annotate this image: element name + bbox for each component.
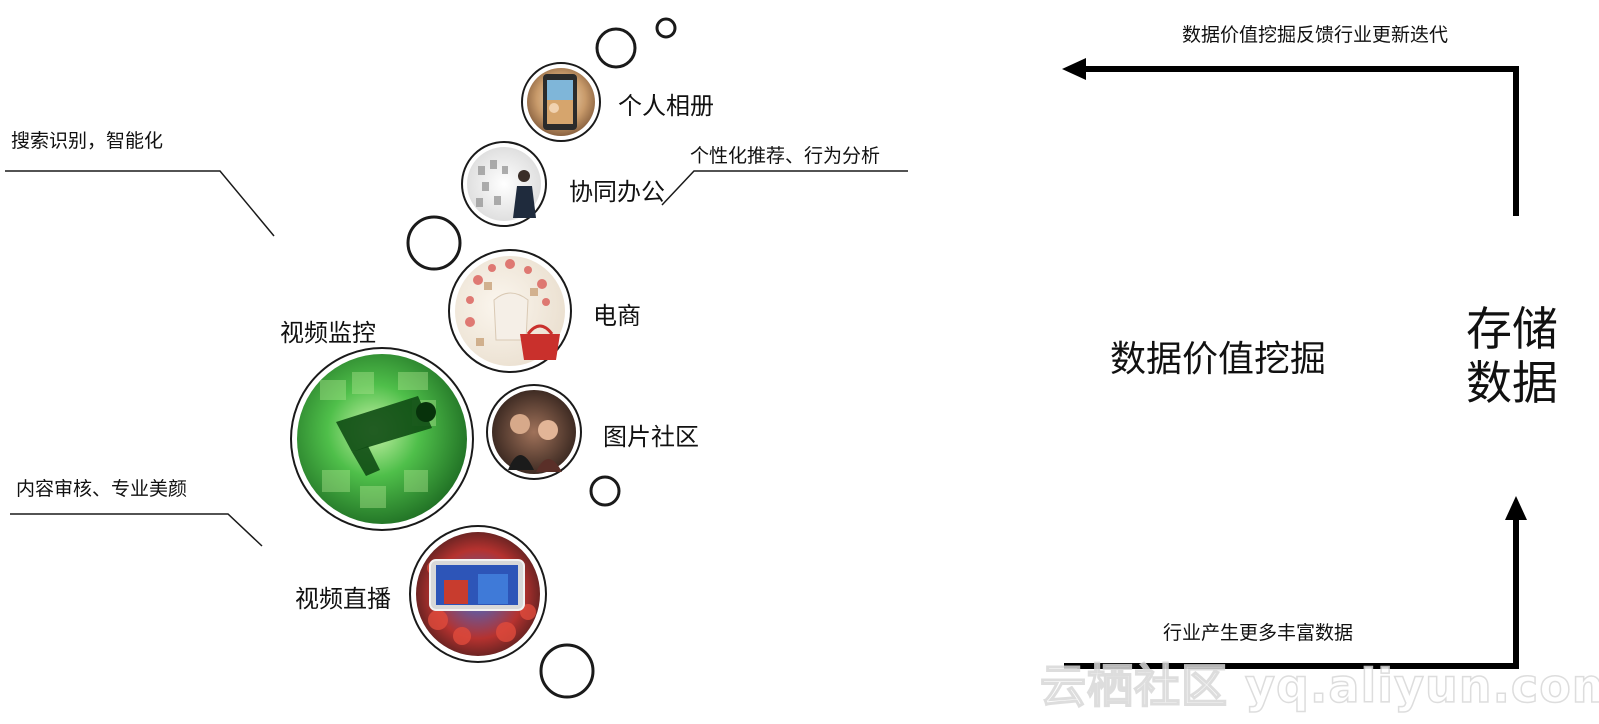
feedback-arrowhead	[1062, 58, 1086, 80]
store-data-line-2: 数据	[1466, 356, 1558, 410]
deco-ring-5	[539, 643, 595, 699]
bubble-ecommerce	[448, 249, 572, 373]
label-personal-album: 个人相册	[618, 92, 714, 120]
data-mining-label: 数据价值挖掘	[1110, 339, 1327, 380]
feedback-label: 数据价值挖掘反馈行业更新迭代	[1182, 24, 1449, 46]
growth-arrowhead	[1505, 496, 1527, 520]
label-photo-community: 图片社区	[603, 423, 699, 451]
label-ecommerce: 电商	[593, 302, 641, 330]
label-live-streaming: 视频直播	[295, 585, 391, 613]
deco-ring-2	[595, 27, 637, 69]
note-search: 搜索识别，智能化	[11, 130, 164, 152]
store-data-label: 存储 数据	[1466, 302, 1558, 410]
feedback-arrow-line	[1082, 66, 1519, 216]
growth-arrow-line	[1064, 514, 1519, 669]
label-video-surveillance: 视频监控	[280, 319, 376, 347]
deco-ring-3	[406, 215, 462, 271]
label-collaboration: 协同办公	[569, 178, 665, 206]
note-moderation: 内容审核、专业美颜	[16, 478, 188, 500]
bubble-personal-album	[521, 62, 601, 142]
note-personalization: 个性化推荐、行为分析	[690, 145, 881, 167]
leader-line-search	[5, 170, 275, 237]
bubble-collaboration	[461, 141, 547, 227]
leader-line-moderation	[10, 513, 263, 547]
watermark: 云栖社区 yq.aliyun.com	[1039, 658, 1599, 714]
deco-ring-4	[589, 475, 621, 507]
bubble-video-surveillance	[290, 347, 474, 531]
growth-label: 行业产生更多丰富数据	[1163, 622, 1354, 644]
bubble-live-streaming	[409, 525, 547, 663]
bubble-photo-community	[486, 384, 582, 480]
leader-line-personalization	[661, 170, 908, 206]
store-data-line-1: 存储	[1466, 302, 1558, 356]
deco-ring-1	[655, 17, 677, 39]
